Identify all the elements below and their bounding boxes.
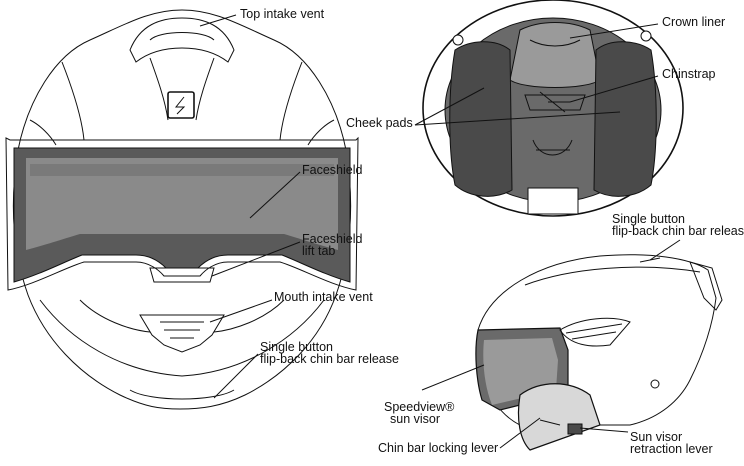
underside-helmet [422, 0, 684, 217]
crown-liner-shape [509, 22, 601, 88]
label-chin-bar-release-side-line2: flip-back chin bar release [612, 224, 744, 238]
label-speedview-line2: sun visor [390, 412, 441, 426]
faceshield-frame [5, 136, 359, 291]
faceshield-inner-glass [26, 158, 338, 250]
leader-mouth-intake-vent [209, 299, 273, 323]
label-chin-bar-release-front-line1: Single button [260, 340, 333, 354]
top-intake-vent-slot [149, 32, 215, 41]
label-speedview-line1: Speedview® [384, 400, 455, 414]
mouth-intake-vent-slots [160, 321, 204, 339]
leader-crown-liner [569, 23, 659, 39]
sun-visor-retraction-lever-shape [567, 423, 583, 435]
label-chinstrap: Chinstrap [662, 67, 716, 81]
underside-vent-lines [532, 139, 573, 156]
chin-bar-inner2 [213, 299, 285, 333]
label-cheek-pads: Cheek pads [346, 116, 413, 130]
label-chin-bar-release-side-line1: Single button [612, 212, 685, 226]
chin-bar-outline [39, 299, 325, 377]
label-faceshield-lift-tab-line1: Faceshield [302, 232, 363, 246]
leader-faceshield-lift-tab [211, 241, 301, 277]
leader-faceshield [249, 171, 301, 219]
label-mouth-intake-vent: Mouth intake vent [274, 290, 373, 304]
label-top-intake-vent: Top intake vent [240, 7, 325, 21]
side-helmet [475, 254, 723, 451]
front-helmet-ridge-right2 [307, 119, 335, 146]
chinstrap-buckle [539, 91, 570, 113]
leader-chin-bar-release-front [213, 353, 259, 399]
label-sun-visor-retraction-line1: Sun visor [630, 430, 683, 444]
side-pivot-icon [650, 379, 660, 389]
leader-sun-visor-retraction [579, 427, 629, 433]
leader-cheek-pads-right [414, 111, 621, 126]
side-chin-bar-lever [539, 419, 561, 426]
label-faceshield-lift-tab-line2: lift tab [302, 244, 336, 258]
top-intake-vent-channel-left [149, 57, 169, 121]
brand-logo-mark [174, 96, 186, 115]
side-helmet-rear [689, 261, 723, 311]
front-helmet-ridge-left [61, 61, 85, 141]
leader-speedview [421, 364, 485, 391]
label-chin-bar-locking-lever: Chin bar locking lever [378, 441, 499, 455]
leader-chin-bar-locking-lever [499, 417, 541, 449]
label-faceshield: Faceshield [302, 163, 363, 177]
label-sun-visor-retraction-line2: retraction lever [630, 442, 713, 456]
mouth-intake-vent-shape [139, 314, 225, 353]
faceshield-reflection [30, 164, 334, 176]
side-chin-bar [517, 383, 601, 451]
leader-top-intake-vent [199, 14, 237, 27]
label-chin-bar-release-front-line2: flip-back chin bar release [260, 352, 399, 366]
front-helmet-ridge-right [279, 61, 303, 141]
top-intake-vent-shape [129, 17, 235, 63]
label-crown-liner: Crown liner [662, 15, 726, 29]
leader-chin-bar-release-side [649, 239, 681, 261]
chin-bar-inner [79, 299, 151, 333]
front-helmet [5, 9, 359, 410]
faceshield-lift-tab-shape [149, 267, 215, 283]
front-helmet-ridge-left2 [29, 119, 57, 146]
leader-lines [199, 14, 681, 449]
underside-side-pivot-right [640, 30, 652, 42]
brand-logo-icon [167, 91, 195, 119]
side-graphic-wing [559, 317, 631, 347]
side-graphic-lines [565, 323, 623, 340]
underside-chin-gap [527, 187, 579, 215]
cheek-pad-left [449, 41, 513, 197]
underside-side-pivot-left [452, 34, 464, 46]
top-intake-vent-channel-right [195, 57, 215, 121]
chinstrap-shape [524, 94, 586, 111]
leader-cheek-pads-left [414, 87, 485, 126]
cheek-pad-right [593, 41, 657, 197]
chin-bar-release-button-front [129, 389, 235, 400]
leader-chinstrap [569, 75, 659, 103]
side-helmet-crown-line [524, 266, 701, 286]
crown-liner-seam [529, 39, 581, 47]
